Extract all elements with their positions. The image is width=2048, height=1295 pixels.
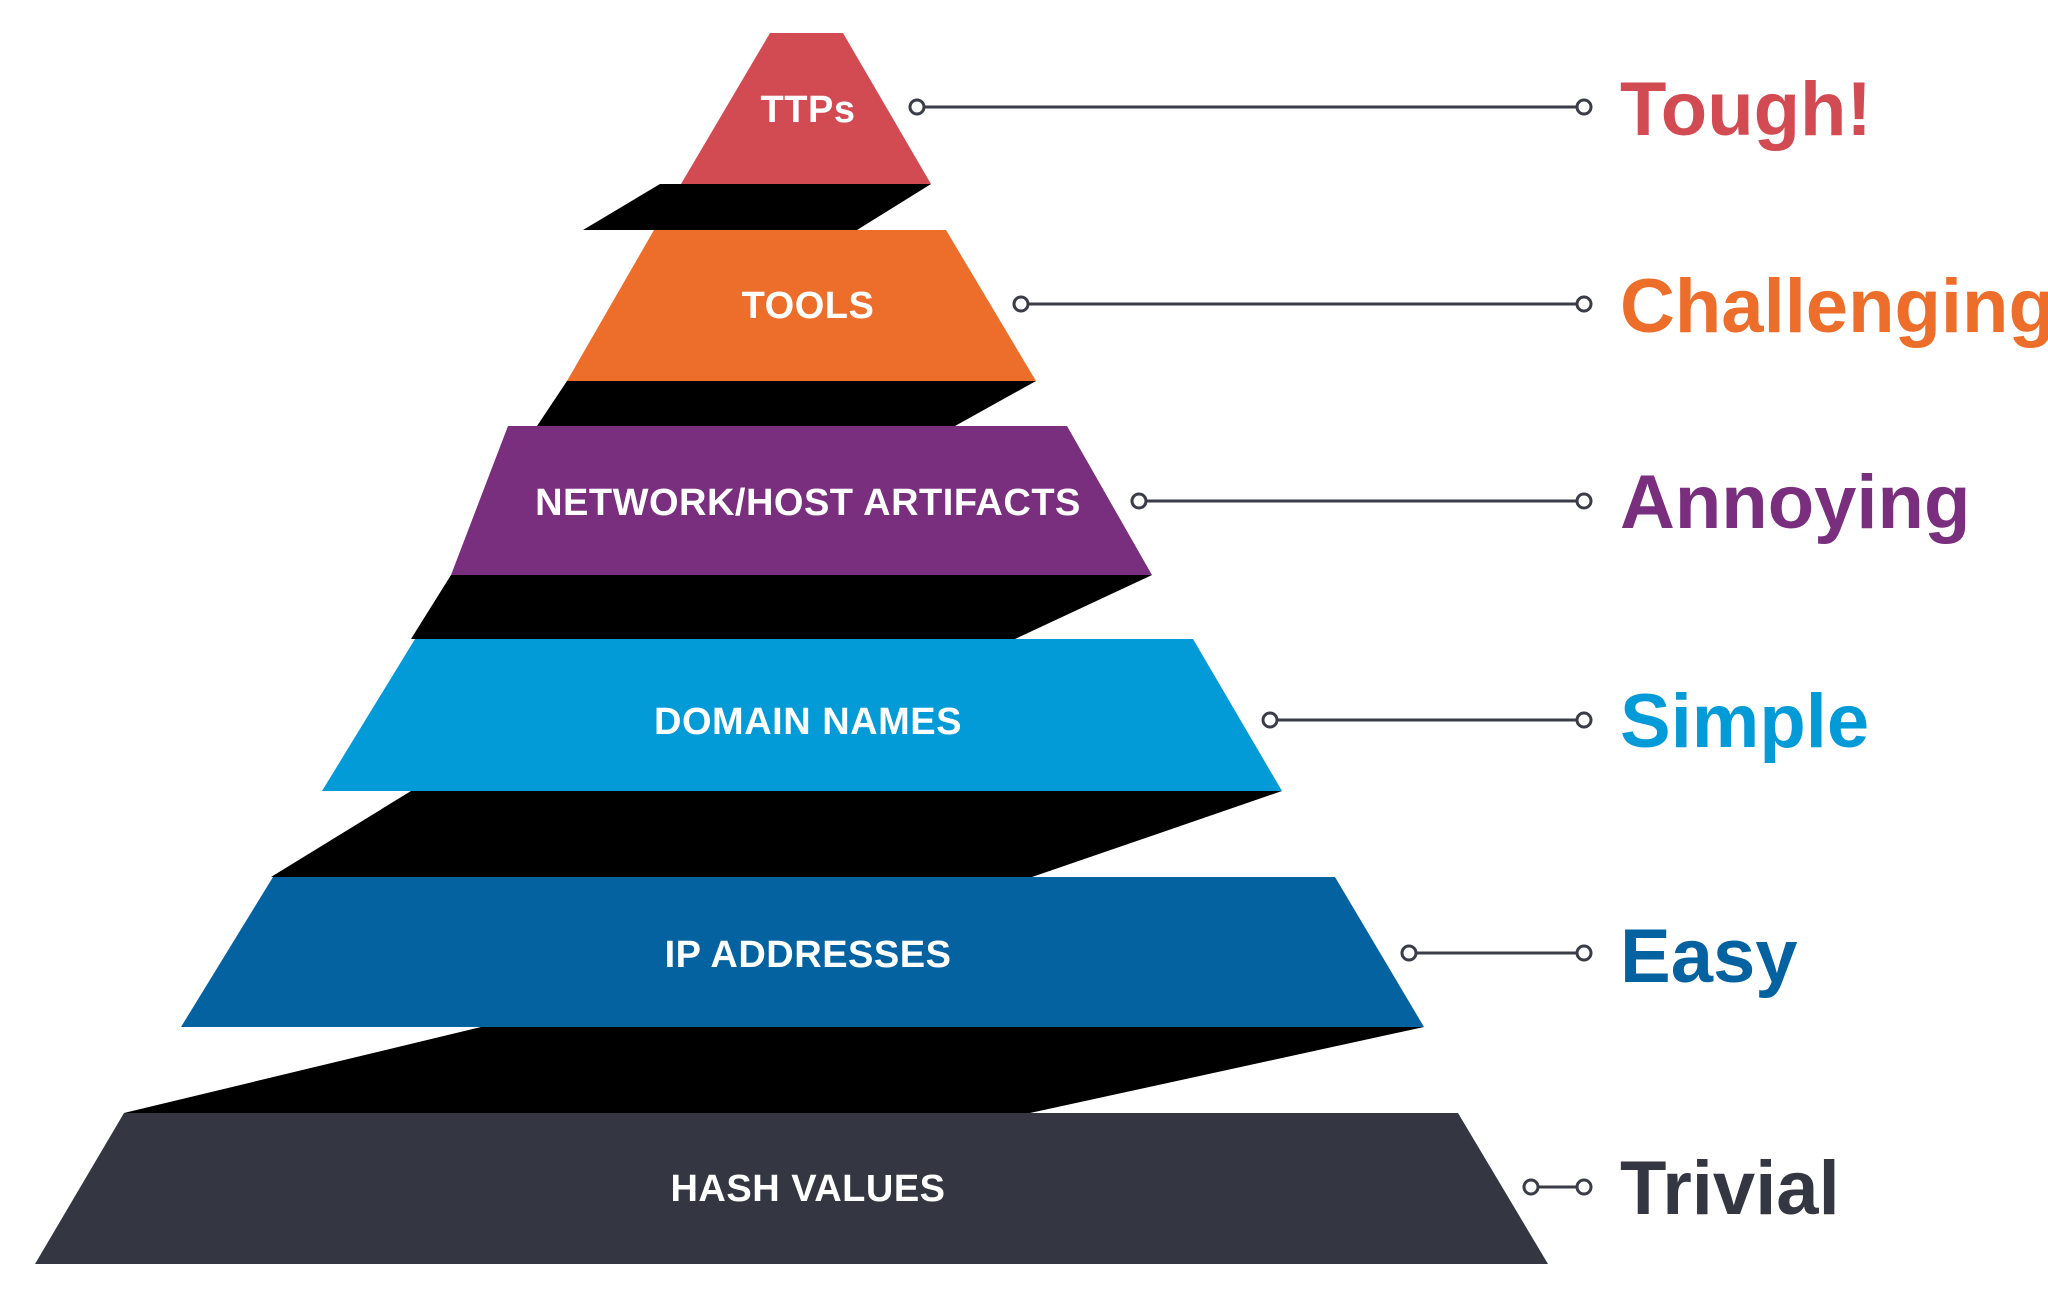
tier-ip-addresses: IP ADDRESSES Easy xyxy=(181,877,1798,1027)
difficulty-simple-label: Simple xyxy=(1620,679,1869,764)
connector-ip-start-dot xyxy=(1400,944,1418,962)
tier-ip-addresses-label: IP ADDRESSES xyxy=(665,934,952,976)
tier-network-host-artifacts-label: NETWORK/HOST ARTIFACTS xyxy=(535,482,1081,524)
connector-ttps-start-dot xyxy=(908,98,926,116)
difficulty-tough-label: Tough! xyxy=(1620,67,1872,152)
connector-tools-end-dot xyxy=(1575,295,1593,313)
tier-tools-label: TOOLS xyxy=(742,285,875,327)
connector-hash-end-dot xyxy=(1575,1178,1593,1196)
difficulty-trivial-label: Trivial xyxy=(1620,1146,1840,1231)
tier-ttps: TTPs Tough! xyxy=(681,33,1872,184)
tier-domain-names-label: DOMAIN NAMES xyxy=(654,701,962,743)
connector-domains-start-dot xyxy=(1261,711,1279,729)
difficulty-challenging-label: Challenging xyxy=(1620,264,2048,349)
tier-hash-values: HASH VALUES Trivial xyxy=(35,1113,1840,1264)
tier-hash-values-shape xyxy=(35,1113,1548,1264)
shadow-artifacts-domains xyxy=(411,575,1152,639)
difficulty-easy-label: Easy xyxy=(1620,914,1798,999)
tier-network-host-artifacts-shape xyxy=(451,426,1152,575)
tier-hash-values-label: HASH VALUES xyxy=(670,1168,945,1210)
tier-domain-names-shape xyxy=(322,639,1282,791)
shadow-ip-hash xyxy=(124,1027,1424,1113)
connector-hash-start-dot xyxy=(1522,1178,1540,1196)
difficulty-annoying-label: Annoying xyxy=(1620,460,1970,545)
shadow-domains-ip xyxy=(271,791,1282,877)
tier-domain-names: DOMAIN NAMES Simple xyxy=(322,639,1869,791)
connector-artifacts-end-dot xyxy=(1575,492,1593,510)
tier-ip-addresses-shape xyxy=(181,877,1424,1027)
connector-ip-end-dot xyxy=(1575,944,1593,962)
tier-ttps-shape xyxy=(681,33,931,184)
shadow-ttps-tools xyxy=(583,184,931,230)
connector-ttps-end-dot xyxy=(1575,98,1593,116)
tier-shadows xyxy=(124,184,1424,1113)
tier-ttps-label: TTPs xyxy=(761,89,856,131)
tier-tools-shape xyxy=(567,230,1036,381)
shadow-tools-artifacts xyxy=(537,381,1036,426)
tier-tools: TOOLS Challenging xyxy=(567,230,2048,381)
tier-network-host-artifacts: NETWORK/HOST ARTIFACTS Annoying xyxy=(451,426,1970,575)
connector-domains-end-dot xyxy=(1575,711,1593,729)
connector-artifacts-start-dot xyxy=(1130,492,1148,510)
connector-tools-start-dot xyxy=(1012,295,1030,313)
